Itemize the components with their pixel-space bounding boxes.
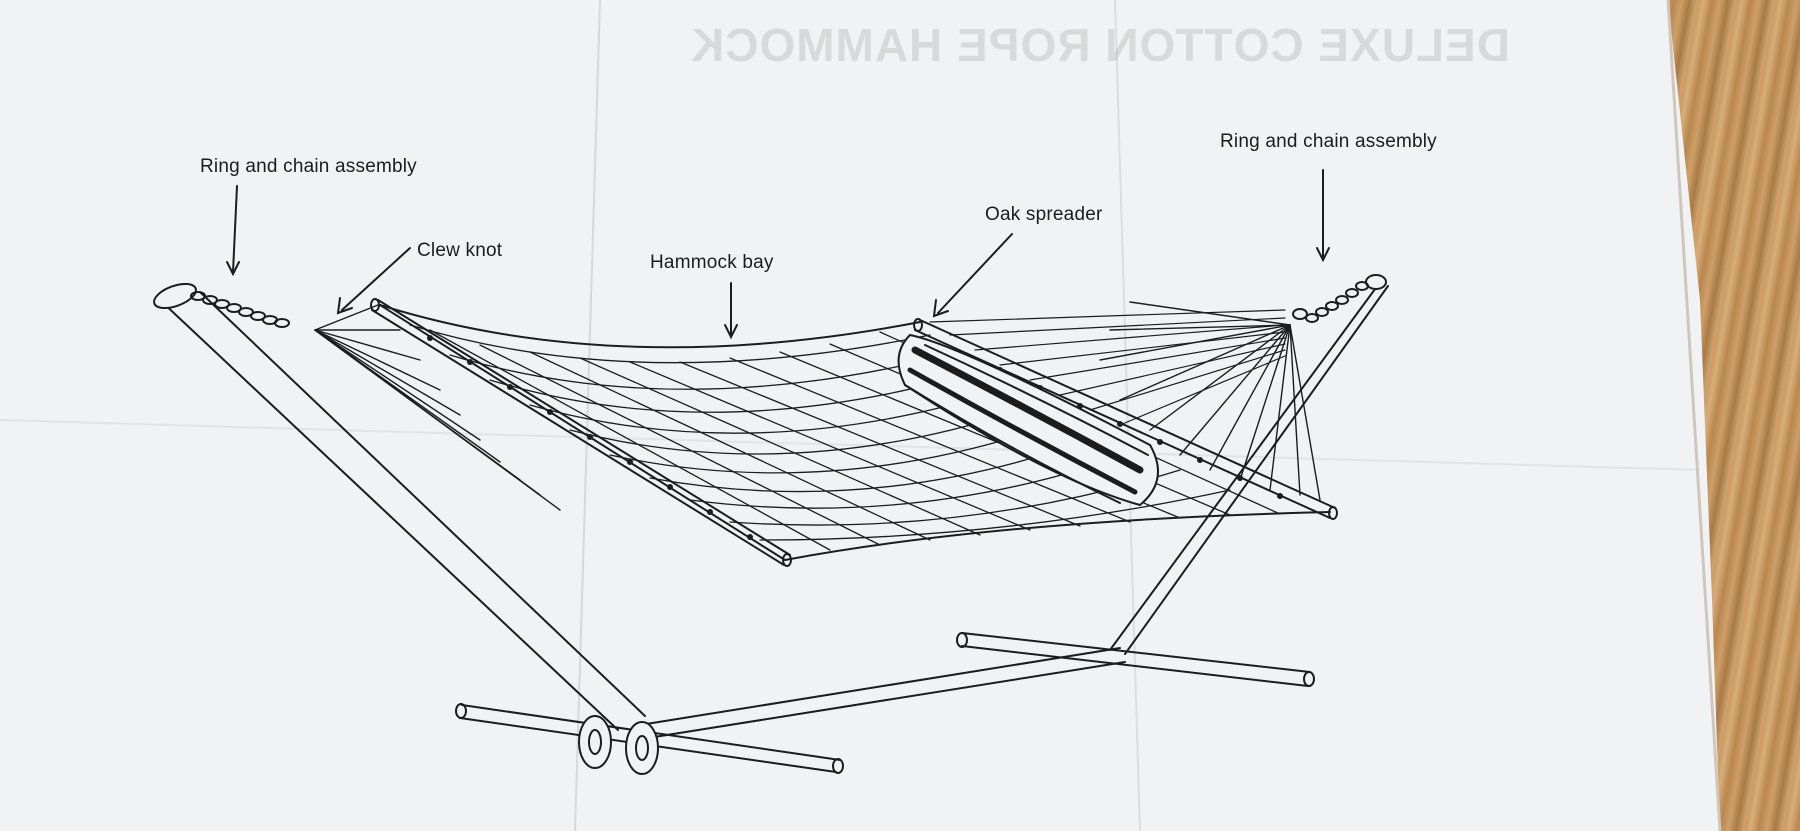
- paper-fold: [1114, 0, 1141, 831]
- left-oak-spreader: [370, 298, 792, 567]
- hammock-rope-mesh: [409, 324, 1281, 551]
- arrow-hammock-bay: [724, 282, 738, 340]
- paper-shadow: [1666, 0, 1722, 831]
- left-chain: [190, 291, 290, 328]
- paper-fold: [0, 419, 1701, 471]
- right-rope-strands: [929, 309, 1286, 426]
- bleed-through-title: DELUXE COTTON ROPE HAMMOCK: [690, 19, 1510, 71]
- label-hammock-bay: Hammock bay: [650, 252, 774, 273]
- label-clew-knot: Clew knot: [417, 240, 503, 261]
- right-chain: [1292, 281, 1369, 323]
- left-clew-strings: [314, 304, 561, 511]
- label-ring-chain-assembly-right: Ring and chain assembly: [1220, 131, 1437, 152]
- arrow-clew-knot: [336, 247, 411, 315]
- arrow-ring-chain-right: [1316, 169, 1330, 263]
- paper-sheet: [0, 0, 1720, 831]
- label-oak-spreader: Oak spreader: [985, 204, 1103, 225]
- arrow-ring-chain-left: [226, 185, 240, 277]
- hammock-pillow: [897, 333, 1159, 507]
- label-ring-chain-assembly-left: Ring and chain assembly: [200, 156, 417, 177]
- arrow-oak-spreader: [932, 233, 1013, 318]
